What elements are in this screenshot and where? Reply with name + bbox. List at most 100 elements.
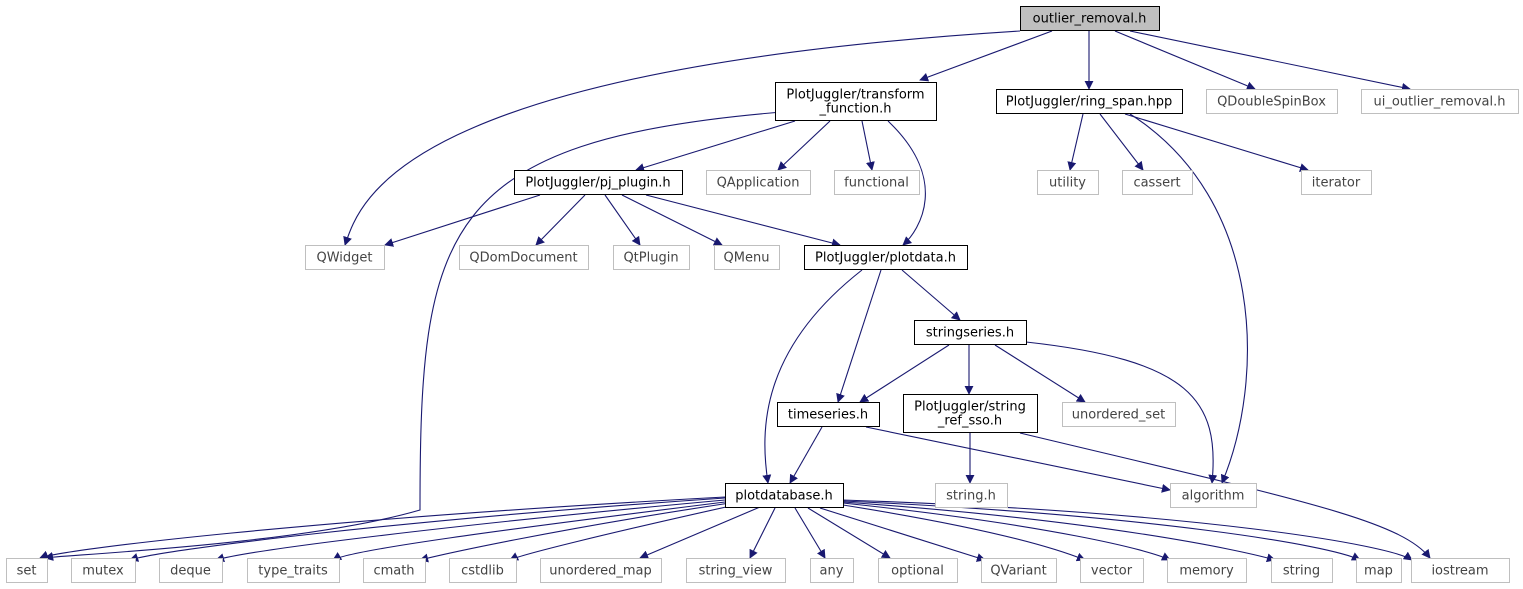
node-label: QDomDocument (469, 251, 577, 266)
edge-plotdatabase-to-set (39, 496, 726, 560)
node-label: QMenu (724, 251, 770, 266)
node-label: QApplication (717, 176, 800, 191)
node-label: string.h (946, 489, 996, 504)
node-optional: optional (878, 558, 958, 583)
node-QtPlugin: QtPlugin (613, 245, 690, 270)
node-mutex: mutex (71, 558, 136, 583)
node-iterator: iterator (1301, 170, 1372, 195)
node-QVariant: QVariant (981, 558, 1057, 583)
node-label: utility (1049, 176, 1086, 191)
node-type-traits: type_traits (247, 558, 340, 583)
node-QMenu: QMenu (714, 245, 780, 270)
edge-plotdatabase-to-cmath (419, 502, 731, 563)
node-label: iostream (1431, 564, 1488, 579)
node-plotdatabase[interactable]: plotdatabase.h (725, 483, 844, 508)
edge-plotdata-to-timeseries (836, 269, 882, 403)
edge-outlier-removal-to-ui-outlier-removal (1129, 30, 1411, 92)
node-functional: functional (834, 170, 920, 195)
edge-plotdatabase-to-vector (842, 504, 1086, 562)
edge-plotdatabase-to-optional (807, 507, 891, 559)
node-label: map (1364, 564, 1393, 579)
node-QWidget: QWidget (305, 245, 385, 270)
edge-plotdata-to-plotdatabase (762, 269, 863, 484)
node-label: any (820, 564, 844, 579)
node-cassert: cassert (1122, 170, 1193, 195)
node-label: memory (1179, 564, 1234, 579)
node-label: PlotJuggler/string (914, 400, 1026, 415)
node-cmath: cmath (363, 558, 426, 583)
node-label: QDoubleSpinBox (1217, 95, 1326, 110)
node-algorithm: algorithm (1170, 483, 1257, 508)
node-label: cstdlib (461, 564, 504, 579)
edge-ring-span-to-iterator (1124, 113, 1309, 172)
node-ring-span[interactable]: PlotJuggler/ring_span.hpp (996, 89, 1183, 114)
node-label: PlotJuggler/ring_span.hpp (1006, 95, 1172, 110)
node-label: QtPlugin (623, 251, 678, 266)
node-label: outlier_removal.h (1033, 12, 1147, 27)
node-cstdlib: cstdlib (449, 558, 517, 583)
node-label: PlotJuggler/plotdata.h (815, 251, 956, 266)
edge-pj-plugin-to-QDomDocument (535, 194, 586, 246)
node-vector: vector (1080, 558, 1144, 583)
edge-plotdatabase-to-string (842, 501, 1276, 563)
edge-plotdatabase-to-any (794, 507, 826, 559)
node-string-h: string.h (935, 483, 1008, 508)
edges-layer (39, 30, 1431, 563)
nodes-layer: outlier_removal.hPlotJuggler/transform_f… (6, 6, 1519, 583)
node-label: _ref_sso.h (937, 414, 1002, 429)
node-string: string (1271, 558, 1333, 583)
node-iostream: iostream (1411, 558, 1510, 583)
edge-pj-plugin-to-QMenu (621, 194, 723, 246)
node-stringseries[interactable]: stringseries.h (914, 320, 1027, 345)
node-plotdata[interactable]: PlotJuggler/plotdata.h (804, 245, 968, 270)
node-label: optional (891, 564, 944, 579)
edge-transform-function-to-functional (861, 120, 875, 171)
node-label: unordered_set (1072, 408, 1165, 423)
edge-ring-span-to-algorithm (1129, 113, 1248, 484)
node-label: _function.h (819, 102, 892, 117)
node-label: unordered_map (549, 564, 652, 579)
edge-stringseries-to-timeseries (859, 344, 950, 403)
edge-timeseries-to-algorithm (865, 426, 1171, 493)
node-outlier-removal[interactable]: outlier_removal.h (1020, 6, 1160, 31)
node-label: QVariant (990, 564, 1046, 579)
edge-pj-plugin-to-plotdata (645, 194, 841, 248)
node-QDomDocument: QDomDocument (459, 245, 589, 270)
edge-ring-span-to-cassert (1099, 113, 1144, 171)
node-label: stringseries.h (926, 326, 1014, 341)
node-memory: memory (1167, 558, 1247, 583)
node-QDoubleSpinBox: QDoubleSpinBox (1206, 89, 1338, 114)
node-transform-function[interactable]: PlotJuggler/transform_function.h (775, 82, 937, 121)
node-label: QWidget (316, 251, 372, 266)
node-label: type_traits (258, 564, 328, 579)
node-timeseries[interactable]: timeseries.h (777, 402, 880, 427)
node-label: vector (1091, 564, 1133, 579)
node-map: map (1356, 558, 1402, 583)
node-label: functional (844, 176, 909, 191)
node-deque: deque (159, 558, 223, 583)
node-pj-plugin[interactable]: PlotJuggler/pj_plugin.h (514, 170, 683, 195)
edge-outlier-removal-to-QWidget (343, 30, 1021, 246)
edge-plotdatabase-to-cstdlib (509, 504, 736, 561)
node-label: timeseries.h (788, 408, 868, 423)
edge-plotdatabase-to-QVariant (819, 507, 986, 562)
edge-plotdatabase-to-string-view (749, 507, 776, 559)
edge-plotdatabase-to-map (842, 500, 1361, 561)
node-label: cmath (373, 564, 414, 579)
node-set: set (6, 558, 48, 583)
edge-plotdata-to-stringseries (901, 269, 961, 321)
node-string-view: string_view (686, 558, 786, 583)
node-label: PlotJuggler/pj_plugin.h (525, 176, 670, 191)
edge-plotdatabase-to-deque (215, 499, 726, 563)
edge-timeseries-to-plotdatabase (789, 426, 823, 484)
node-QApplication: QApplication (706, 170, 811, 195)
edge-pj-plugin-to-QtPlugin (604, 194, 641, 246)
node-string-ref-sso[interactable]: PlotJuggler/string_ref_sso.h (903, 394, 1038, 433)
node-any: any (810, 558, 854, 583)
node-label: deque (170, 564, 211, 579)
edge-plotdatabase-to-type-traits (332, 501, 726, 561)
node-label: algorithm (1182, 489, 1245, 504)
node-label: set (17, 564, 37, 579)
edge-stringseries-to-algorithm (1025, 341, 1218, 484)
